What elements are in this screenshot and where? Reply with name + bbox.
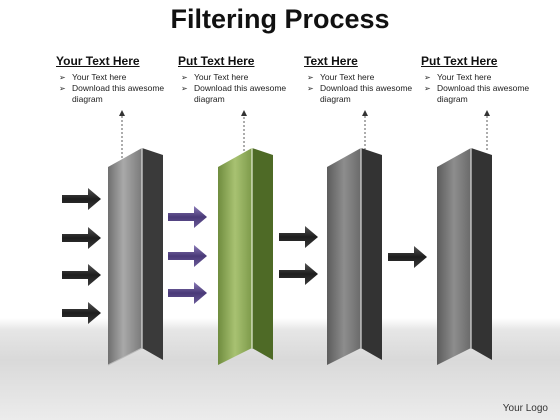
flow-arrow <box>279 263 318 285</box>
bullet-arrow-icon: ➢ <box>424 84 431 93</box>
bullet-arrow-icon: ➢ <box>307 84 314 93</box>
bullet-list: ➢Your Text here ➢Download this awesome d… <box>304 72 434 105</box>
flow-arrow <box>388 246 427 268</box>
text-column-3: Text Here ➢Your Text here ➢Download this… <box>304 54 434 105</box>
column-heading: Text Here <box>304 54 358 68</box>
bullet-item: ➢Your Text here <box>181 72 249 82</box>
filter-panel-4 <box>437 148 492 365</box>
filtered-arrows-1 <box>168 206 207 304</box>
bullet-arrow-icon: ➢ <box>59 73 66 82</box>
logo-text: Your Logo <box>502 403 548 414</box>
filtered-arrows-2 <box>279 226 318 285</box>
text-column-1: Your Text Here ➢Your Text here ➢Download… <box>56 54 186 105</box>
bullet-arrow-icon: ➢ <box>59 84 66 93</box>
page-title: Filtering Process <box>170 4 390 34</box>
bullet-item: ➢Download this awesome diagram <box>181 83 287 104</box>
bullet-item: ➢Download this awesome diagram <box>59 83 165 104</box>
bullet-arrow-icon: ➢ <box>181 73 188 82</box>
flow-arrow <box>62 188 101 210</box>
bullet-list: ➢Your Text here ➢Download this awesome d… <box>421 72 551 105</box>
bullet-list: ➢Your Text here ➢Download this awesome d… <box>178 72 308 105</box>
bullet-arrow-icon: ➢ <box>424 73 431 82</box>
bullet-item: ➢Your Text here <box>59 72 127 82</box>
flow-arrow <box>62 302 101 324</box>
leader-lines <box>121 114 488 162</box>
flow-arrow <box>62 264 101 286</box>
flow-arrow <box>168 245 207 267</box>
column-heading: Put Text Here <box>421 54 498 68</box>
flow-arrow <box>168 206 207 228</box>
bullet-item: ➢Download this awesome diagram <box>424 83 530 104</box>
bullet-item: ➢Your Text here <box>424 72 492 82</box>
filter-panel-2-highlight <box>218 148 273 365</box>
bullet-item: ➢Your Text here <box>307 72 375 82</box>
column-heading: Put Text Here <box>178 54 255 68</box>
bullet-list: ➢Your Text here ➢Download this awesome d… <box>56 72 186 105</box>
text-column-4: Put Text Here ➢Your Text here ➢Download … <box>421 54 551 105</box>
flow-arrow <box>279 226 318 248</box>
flow-arrow <box>62 227 101 249</box>
bullet-item: ➢Download this awesome diagram <box>307 83 413 104</box>
filtered-arrows-3 <box>388 246 427 268</box>
filter-panel-1 <box>107 148 163 366</box>
leader-arrowheads <box>119 110 490 116</box>
flow-arrow <box>168 282 207 304</box>
bullet-arrow-icon: ➢ <box>307 73 314 82</box>
column-heading: Your Text Here <box>56 54 140 68</box>
input-arrows <box>62 188 101 324</box>
text-column-2: Put Text Here ➢Your Text here ➢Download … <box>178 54 308 105</box>
filter-panel-3 <box>327 148 382 365</box>
bullet-arrow-icon: ➢ <box>181 84 188 93</box>
